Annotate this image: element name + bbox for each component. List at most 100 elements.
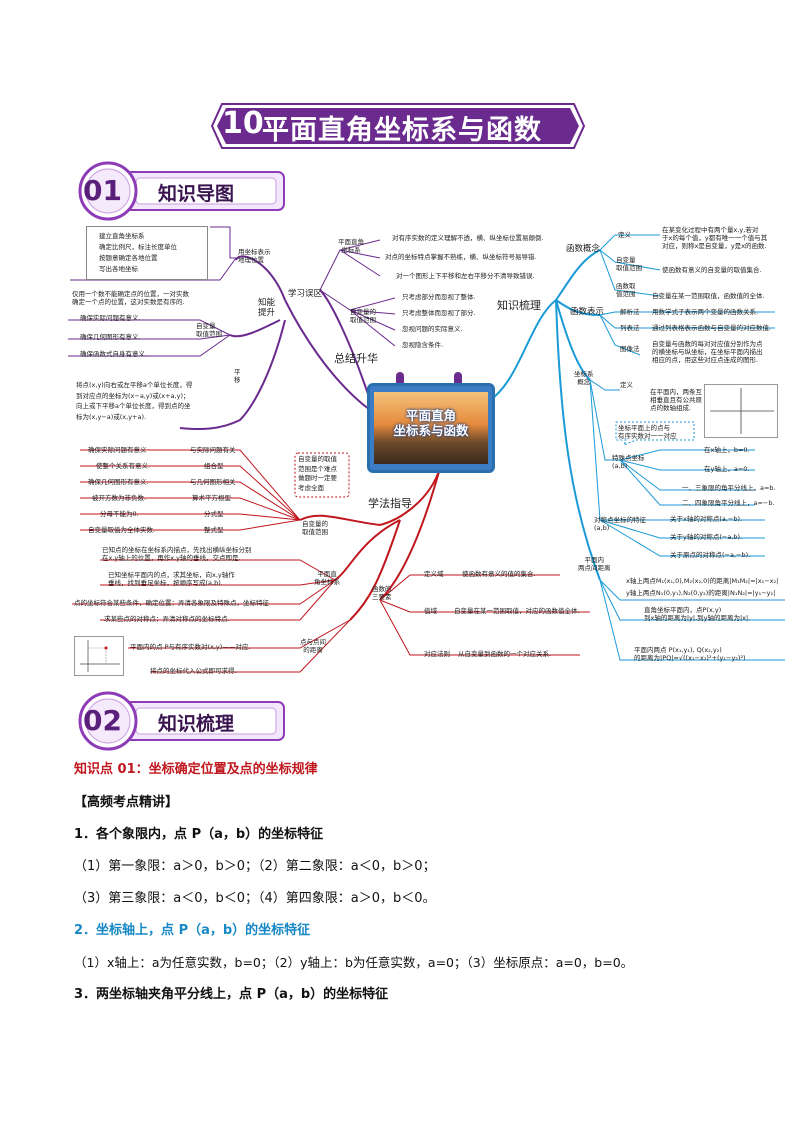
section-header-frame — [78, 691, 285, 751]
coord-axes-icon — [704, 384, 778, 438]
mistakes-coord-item: 对一个图形上下平移和左右平移分不清导致错误. — [396, 272, 535, 280]
three-element-text: 使函数有意义的值的集合. — [462, 570, 536, 578]
symmetric-label: 对称点坐标的特征 (a,b) — [594, 516, 646, 532]
body-line: （1）x轴上：a为任意实数，b=0；（2）y轴上：b为任意实数，a=0；（3）坐… — [74, 955, 634, 970]
coord-def-text: 在平面内，两条互 相垂直且有公共原 点的数轴组成. — [650, 388, 702, 412]
mistakes-domain-item: 只考虑部分而忽视了整体. — [402, 293, 476, 301]
method-right-item: 整式型 — [204, 526, 224, 534]
center-card-image — [374, 392, 488, 464]
domain-label: 自变量 取值范围 — [196, 322, 222, 338]
method-bubble-text: 自变量的取值 范围是个难点 做题时一定要 考虑全面 — [298, 455, 337, 492]
method-right-item: 与几何图形相关 — [190, 478, 236, 486]
page-title: 平面直角坐标系与函数 — [262, 115, 542, 146]
method-bubble-icon — [294, 452, 350, 498]
mindmap-lines — [68, 226, 785, 673]
mistakes-domain-item: 只考虑整体而忽视了部分. — [402, 309, 476, 317]
heading-3: 3．两坐标轴夹角平分线上，点 P（a，b）的坐标特征 — [74, 987, 389, 1002]
method-distance-text: 将点的坐标代入公式即可求得. — [150, 667, 237, 675]
heading-2: 2．坐标轴上，点 P（a，b）的坐标特征 — [74, 923, 311, 938]
distance-text: 直角坐标平面内，点P(x,y) 到x轴的距离为|y|,到y轴的距离为|x|. — [644, 606, 751, 622]
table-text: 通过列表格表示函数与自变量的对应数值. — [652, 324, 772, 332]
method-left-item: 被开方数为非负数. — [92, 494, 147, 502]
distance-text: x轴上两点M₁(x₁,0),M₂(x₂,0)的距离|M₁M₂|=|x₁−x₂| — [626, 577, 779, 585]
domain-item: 确保函数式自身有意义. — [80, 350, 148, 358]
steps-box: 建立直角坐标系 确定比例尺，标注长度单位 按题意确定各地位置 写出各地坐标 — [86, 226, 208, 280]
definition-label: 定义 — [618, 231, 631, 239]
method-right-item: 组合型 — [204, 462, 224, 470]
analytic-label: 解析法 — [620, 308, 640, 316]
symmetric-item: 关于x轴的对称点(a,−b). — [670, 515, 743, 523]
body-line: （3）第三象限：a＜0，b＜0；（4）第四象限：a＞0，b＜0。 — [74, 891, 436, 906]
domain-item: 确保几何图形有意义. — [80, 333, 141, 341]
branch-mistakes: 学习误区 — [288, 289, 323, 299]
section-header-frame — [78, 161, 285, 221]
symmetric-item: 关于原点的对称点(−a,−b). — [670, 551, 751, 559]
point-graph-icon — [74, 636, 124, 676]
domain-item: 确保实际问题有意义. — [80, 314, 141, 322]
tag-heading: 【高频考点精讲】 — [74, 795, 179, 810]
method-left-item: 使整个关系有意义. — [96, 462, 151, 470]
bubble-text: 坐标平面上的点与 有序实数对一一对应 — [618, 424, 677, 440]
three-element-name: 对应法则 — [424, 650, 450, 658]
special-item: 二、四象限角平分线上，a=−b. — [682, 499, 775, 507]
branch-knowledge: 知识梳理 — [497, 299, 541, 312]
method-left-item: 自变量取值为全体实数. — [88, 526, 156, 534]
method-right-item: 分式型 — [204, 510, 224, 518]
method-domain-label: 自变量的 取值范围 — [302, 520, 328, 536]
mistakes-coord-label: 平面直角 坐标系 — [338, 238, 364, 254]
three-element-name: 值域 — [424, 607, 437, 615]
translate-label: 平 移 — [234, 368, 241, 384]
function-concept-label: 函数概念 — [566, 244, 601, 254]
method-left-item: 分母不能为0. — [100, 510, 139, 518]
mistakes-domain-item: 忽视隐含条件. — [402, 341, 444, 349]
three-element-text: 自变量在某一范围取值，对应的函数值全体. — [454, 607, 580, 615]
coord-def-label: 定义 — [620, 381, 633, 389]
three-element-text: 从自变量到函数的一个对应关系. — [458, 650, 552, 658]
method-coord-text: 求某些点的对称点：弄清对称点的坐标特点. — [104, 615, 230, 623]
center-card-title: 平面直角 坐标系与函数 — [393, 408, 469, 438]
method-coord-text: 已知点的坐标在坐标系内描点，先找出横纵坐标分别 在x,y轴上的位置，再作x,y轴… — [102, 546, 252, 562]
domain-label: 自变量 取值范围 — [616, 256, 642, 272]
analytic-text: 用数学式子表示两个变量的函数关系. — [652, 308, 759, 316]
method-right-item: 算术平方根型 — [192, 494, 231, 502]
special-item: 在x轴上，b=0. — [704, 446, 750, 454]
knowledge-point-title: 知识点 01：坐标确定位置及点的坐标规律 — [74, 762, 318, 777]
branch-method: 学法指导 — [368, 497, 412, 510]
special-item: 在y轴上，a=0. — [704, 465, 750, 473]
method-coord-text: 点的坐标符合某些条件，确定位置：弄清各象限及特殊点，坐标特征 — [74, 599, 269, 607]
translate-text: 将点(x,y)向右或左平移a个单位长度，得 到对应点的坐标为(x−a,y)或(x… — [76, 381, 193, 421]
map-position-label: 用坐标表示 地理位置 — [238, 248, 271, 264]
heading-1: 1．各个象限内，点 P（a，b）的坐标特征 — [74, 827, 324, 842]
method-coord-label: 平面直 角坐标系 — [314, 570, 340, 586]
method-left-item: 确保实际问题有意义 — [88, 446, 147, 454]
definition-text: 在某变化过程中有两个量x,y,若对 于x的每个值，y都有唯一一个值与其 对应，则… — [662, 226, 768, 250]
section-label: 知识梳理 — [158, 713, 235, 735]
distance-text: y轴上两点N₁(0,y₁),N₂(0,y₂)的距离|N₁N₂|=|y₁−y₂| — [626, 589, 776, 597]
branch-summary: 总结升华 — [334, 352, 378, 365]
single-number-text: 仅用一个数不能确定点的位置，一对实数 确定一个点的位置，这对实数是有序的. — [72, 290, 189, 306]
mistakes-domain-item: 忽视问题的实际意义. — [402, 325, 463, 333]
branch-ability: 知能 提升 — [258, 298, 276, 318]
coord-concept-label: 坐标系 概念 — [574, 370, 594, 386]
special-item: 一、三象限的角平分线上，a=b. — [682, 484, 776, 492]
calendar-rings-icon — [396, 372, 462, 386]
mistakes-coord-item: 对有序实数的定义理解不透，横、纵坐标位置易颠倒. — [392, 234, 544, 242]
value-text: 自变量在某一范围取值，函数值的全体. — [652, 292, 765, 300]
bubble-icon — [615, 421, 695, 446]
center-card: 平面直角 坐标系与函数 — [367, 383, 495, 473]
method-distance-label: 点与点间 的距离 — [300, 638, 326, 654]
method-distance-text: 平面内的点 P与有序实数对(x,y)——对应. — [130, 643, 251, 651]
mistakes-coord-item: 对点的坐标特点掌握不熟练，横、纵坐标符号易导错. — [385, 253, 537, 261]
three-element-name: 定义域 — [424, 570, 444, 578]
section-number: 02 — [83, 704, 122, 737]
distance-label: 平面内 两点间距离 — [578, 556, 611, 572]
value-label: 函数取 值范围 — [616, 282, 636, 298]
title-banner — [210, 103, 586, 149]
method-left-item: 确保几何图形有意义. — [88, 478, 149, 486]
domain-text: 使函数有意义的自变量的取值集合. — [662, 266, 762, 274]
section-number: 01 — [83, 174, 122, 207]
function-repr-label: 函数表示 — [570, 307, 605, 317]
symmetric-item: 关于y轴的对称点(−a,b). — [670, 533, 743, 541]
distance-text: 平面内两点 P(x₁,y₁), Q(x₂,y₂) 的距离为|PQ|=√((x₁−… — [634, 646, 746, 662]
method-coord-text: 已知坐标平面内的点，求其坐标，向x,y轴作 垂线，找到垂足坐标，按顺序写成(a,… — [108, 571, 235, 587]
